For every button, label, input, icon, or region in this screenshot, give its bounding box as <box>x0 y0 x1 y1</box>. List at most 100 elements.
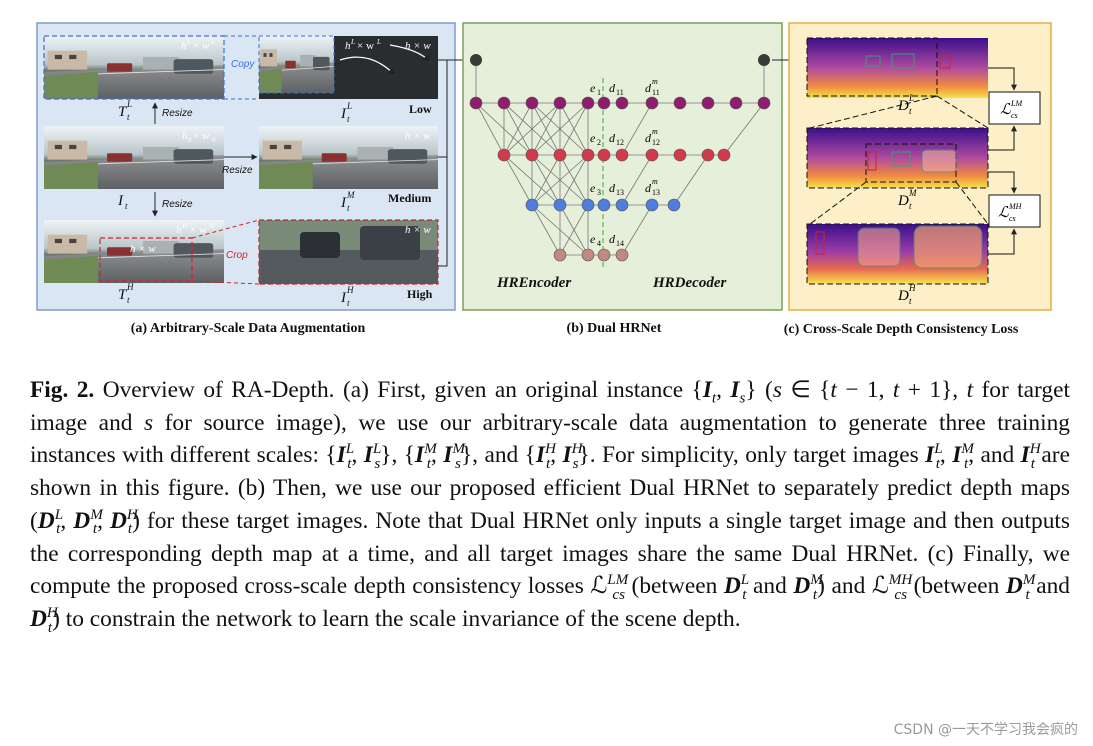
image-high-scale: h × w <box>258 219 439 285</box>
svg-text:h: h <box>345 40 351 52</box>
svg-text:L: L <box>908 93 914 103</box>
svg-text:MH: MH <box>1008 202 1023 211</box>
svg-text:H: H <box>346 285 354 295</box>
svg-text:L: L <box>376 38 381 46</box>
svg-text:L: L <box>126 99 132 109</box>
hrnet-node <box>615 198 629 212</box>
hrnet-node <box>615 148 629 162</box>
crop-label: Crop <box>226 250 248 261</box>
svg-text:cs: cs <box>1011 111 1018 120</box>
svg-text:d: d <box>645 181 652 195</box>
svg-text:11: 11 <box>616 88 624 97</box>
svg-text:3: 3 <box>597 188 601 197</box>
hrnet-node <box>581 248 595 262</box>
svg-text:d: d <box>609 232 616 246</box>
scale-low-label: Low <box>409 102 432 116</box>
hrnet-io-node <box>470 54 482 66</box>
depth-map-low <box>806 37 988 98</box>
svg-text:d: d <box>609 81 616 95</box>
image-medium-scale: h × w <box>258 125 439 190</box>
resize-label-top: Resize <box>162 108 193 119</box>
hrnet-node <box>469 96 483 110</box>
hrdecoder-label: HRDecoder <box>652 275 726 291</box>
svg-text:h: h <box>176 224 182 236</box>
resize-label-bottom: Resize <box>162 199 193 210</box>
svg-text:T: T <box>118 104 128 120</box>
panel-a: h L × w L Copy h L × w L h × w Low T t L… <box>36 22 475 311</box>
svg-text:t: t <box>127 295 130 305</box>
hrnet-node <box>701 96 715 110</box>
svg-text:13: 13 <box>652 188 660 197</box>
svg-text:I: I <box>340 106 347 122</box>
svg-text:t: t <box>909 296 912 306</box>
svg-text:L: L <box>346 101 352 111</box>
hrnet-node <box>717 148 731 162</box>
hrnet-node <box>597 96 611 110</box>
depth-map-medium <box>806 127 989 189</box>
svg-text:4: 4 <box>597 239 601 248</box>
panel-b-title: (b) Dual HRNet <box>567 321 662 336</box>
svg-text:H: H <box>208 222 215 230</box>
panel-b: e 1 d 11 d 11 m e 2 d 12 d 12 m e 3 d 13… <box>462 22 807 311</box>
svg-text:H: H <box>126 282 134 292</box>
hrnet-node <box>645 96 659 110</box>
image-target-low-source: h L × w L <box>43 35 225 100</box>
svg-text:0: 0 <box>188 136 192 144</box>
hrnet-node <box>645 148 659 162</box>
svg-text:ℒ: ℒ <box>998 205 1010 221</box>
hrnet-node <box>525 96 539 110</box>
panel-a-title: (a) Arbitrary-Scale Data Augmentation <box>131 321 366 336</box>
svg-text:m: m <box>652 77 658 86</box>
hrnet-node <box>615 248 629 262</box>
hrnet-node <box>525 198 539 212</box>
svg-text:×: × <box>193 40 199 52</box>
hrnet-node <box>581 198 595 212</box>
svg-text:× w: × w <box>190 224 207 236</box>
svg-text:h × w: h × w <box>405 40 431 52</box>
svg-text:M: M <box>346 190 355 200</box>
svg-text:cs: cs <box>1009 214 1016 223</box>
svg-text:I: I <box>340 195 347 211</box>
figure-label: Fig. 2. <box>30 377 95 403</box>
svg-text:× w: × w <box>357 40 374 52</box>
svg-text:t: t <box>127 112 130 122</box>
hrnet-node <box>615 96 629 110</box>
svg-text:e: e <box>590 131 596 145</box>
scale-high-label: High <box>407 287 433 301</box>
hrnet-node <box>553 198 567 212</box>
svg-text:h × w: h × w <box>405 224 431 236</box>
svg-text:t: t <box>347 203 350 213</box>
panel-c: D t L D t M D t H <box>788 22 1052 311</box>
scale-medium-label: Medium <box>388 191 431 205</box>
image-original: h 0 × w 0 <box>43 125 225 190</box>
hrnet-node <box>757 96 771 110</box>
svg-text:14: 14 <box>616 239 624 248</box>
hrnet-io-node <box>758 54 770 66</box>
svg-text:w: w <box>202 40 210 52</box>
svg-text:M: M <box>908 188 917 198</box>
svg-text:H: H <box>908 283 916 293</box>
svg-text:12: 12 <box>652 138 660 147</box>
hrencoder-label: HREncoder <box>496 275 571 291</box>
svg-text:d: d <box>645 81 652 95</box>
hrnet-node <box>581 96 595 110</box>
resize-label-middle: Resize <box>222 165 253 176</box>
hrnet-node <box>597 248 611 262</box>
svg-text:11: 11 <box>652 88 660 97</box>
svg-text:m: m <box>652 127 658 136</box>
svg-text:m: m <box>652 177 658 186</box>
svg-text:h × w: h × w <box>130 243 156 255</box>
svg-text:D: D <box>897 193 909 209</box>
depth-map-high <box>806 223 989 285</box>
svg-text:d: d <box>645 131 652 145</box>
figure-2-diagram: h L × w L Copy h L × w L h × w Low T t L… <box>36 22 1052 337</box>
svg-text:d: d <box>609 181 616 195</box>
svg-text:D: D <box>897 98 909 114</box>
hrnet-node <box>553 96 567 110</box>
hrnet-node <box>525 148 539 162</box>
svg-text:e: e <box>590 81 596 95</box>
svg-text:I: I <box>340 290 347 306</box>
svg-text:t: t <box>347 298 350 308</box>
svg-text:t: t <box>125 201 128 211</box>
panel-c-title: (c) Cross-Scale Depth Consistency Loss <box>784 322 1019 337</box>
